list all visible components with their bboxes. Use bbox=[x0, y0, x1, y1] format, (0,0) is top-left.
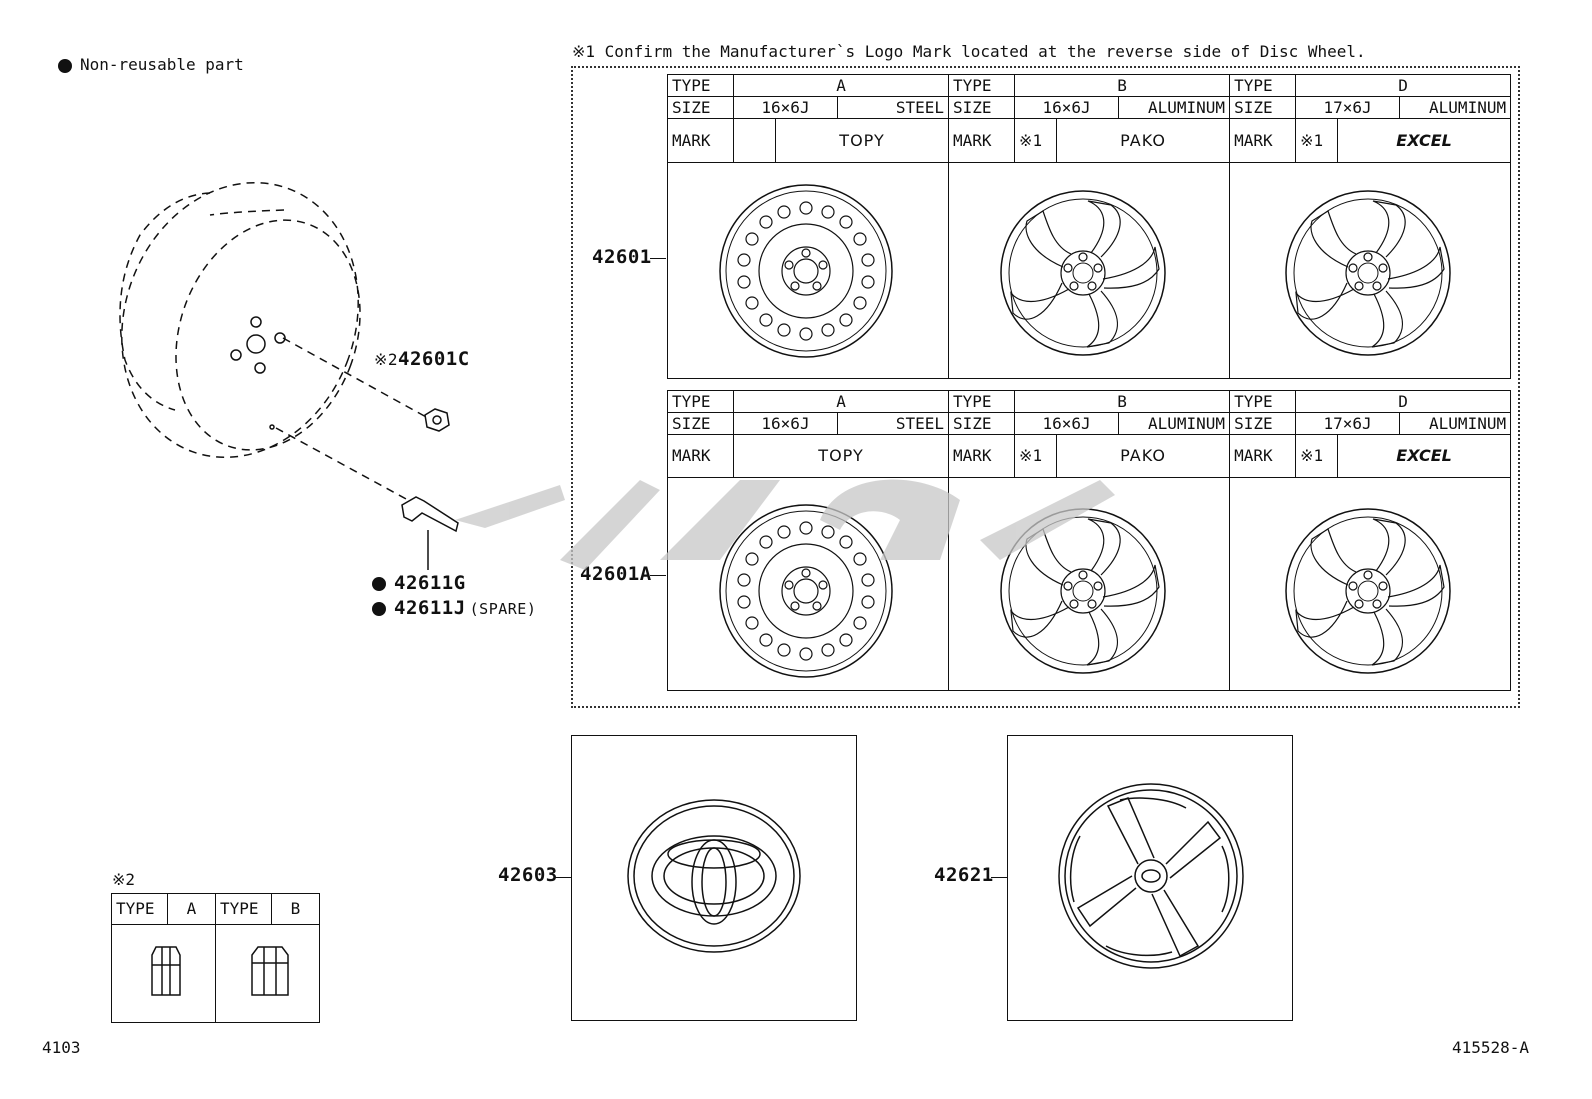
footer-left-code: 4103 bbox=[42, 1038, 81, 1057]
callout-nut: ※242601C bbox=[374, 348, 470, 370]
wheel-cap-box bbox=[1007, 735, 1293, 1021]
wheel-spec-table-1: TYPE A TYPE B TYPE D SIZE 16×6J STEEL SI… bbox=[666, 74, 1512, 379]
callout-42601: 42601 bbox=[592, 246, 652, 268]
note-logo-mark: ※1 Confirm the Manufacturer`s Logo Mark … bbox=[572, 42, 1366, 61]
footer-right-code: 415528-A bbox=[1452, 1038, 1530, 1057]
leader-line bbox=[650, 575, 666, 576]
wheel-cap-drawing bbox=[1058, 783, 1244, 969]
wheel-spec-table-2: TYPE A TYPE B TYPE D SIZE 16×6J STEEL SI… bbox=[666, 390, 1512, 691]
leader-line bbox=[650, 258, 666, 259]
wheel-table-frame bbox=[571, 66, 1520, 708]
leader-line bbox=[555, 877, 571, 878]
nut-type-b-icon bbox=[251, 946, 289, 996]
leader-line bbox=[991, 877, 1007, 878]
emblem-drawing bbox=[627, 799, 801, 953]
bullet-icon bbox=[372, 576, 386, 591]
legend-non-reusable: Non-reusable part bbox=[58, 55, 244, 74]
nut-table-marker: ※2 bbox=[112, 870, 136, 889]
nut-type-table: TYPE A TYPE B bbox=[111, 893, 320, 1023]
ornament-box bbox=[571, 735, 857, 1021]
callout-42621: 42621 bbox=[934, 864, 994, 886]
callout-valve-42611j: 42611J(SPARE) bbox=[372, 597, 536, 619]
nut-type-a-icon bbox=[151, 946, 181, 996]
callout-42603: 42603 bbox=[498, 864, 558, 886]
wheel-exploded-drawing bbox=[119, 181, 459, 570]
callout-valve-42611g: 42611G bbox=[372, 572, 466, 594]
bullet-icon bbox=[58, 58, 72, 73]
bullet-icon bbox=[372, 601, 386, 616]
callout-42601a: 42601A bbox=[580, 563, 652, 585]
